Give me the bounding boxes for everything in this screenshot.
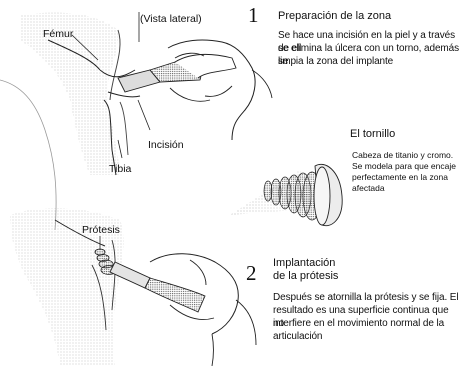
incision-label: Incisión <box>148 139 184 151</box>
prosthesis-illustration <box>10 208 256 366</box>
step-2-body-line: articulación <box>273 331 322 344</box>
step-1-body-line: limpia la zona del implante <box>278 56 393 69</box>
step-2-title-line: Implantación <box>273 257 335 270</box>
screw-body-line: perfectamente en la zona <box>352 172 448 183</box>
screw-illustration <box>230 164 342 225</box>
step-1-title: Preparación de la zona <box>278 10 391 23</box>
screw-body-line: Se modela para que encaje <box>352 161 456 172</box>
step-2-title-line: de la prótesis <box>273 270 338 283</box>
step-1-number: 1 <box>248 4 259 26</box>
screw-body-line: afectada <box>352 183 385 194</box>
step-2-number: 2 <box>246 262 257 284</box>
prosthesis-label: Prótesis <box>82 224 120 236</box>
femur-label: Fémur <box>43 28 73 40</box>
lateral-view-label: (Vista lateral) <box>140 13 202 25</box>
screw-body-line: Cabeza de titanio y cromo. <box>352 150 453 161</box>
step-2-body-line: interfiere en el movimiento normal de la <box>273 318 444 331</box>
knee-drill-illustration <box>0 12 272 230</box>
step-2-body-line: Después se atornilla la prótesis y se fi… <box>273 292 459 305</box>
tibia-label: Tibia <box>109 163 131 175</box>
screw-title: El tornillo <box>350 128 395 141</box>
